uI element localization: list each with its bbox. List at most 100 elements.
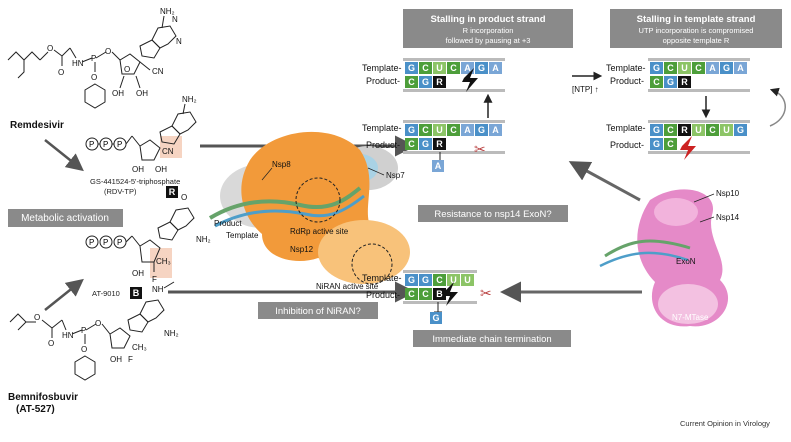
product-nucleotide-letter: R bbox=[681, 77, 688, 87]
template-nucleotide bbox=[706, 124, 719, 136]
phenoxy-o-label: O bbox=[91, 73, 97, 82]
template-stalling-title: Stalling in template strand bbox=[637, 14, 756, 25]
template-nucleotide-letter: C bbox=[436, 275, 443, 285]
s3-product-label: Product- bbox=[610, 76, 644, 86]
phosphate-3: P bbox=[117, 140, 122, 149]
template-nucleotide bbox=[433, 274, 446, 286]
template-nucleotide-letter: U bbox=[695, 125, 702, 135]
lightning-icon bbox=[462, 68, 478, 92]
at9010-badge-letter: B bbox=[133, 288, 140, 298]
niran-domain bbox=[318, 220, 410, 284]
rdv-oh-2: OH bbox=[155, 165, 167, 174]
activation-arrow-top bbox=[44, 139, 84, 172]
backbone-top bbox=[403, 270, 477, 273]
backbone-bottom bbox=[403, 301, 477, 304]
template-nucleotide-letter: C bbox=[422, 63, 429, 73]
backbone-bottom bbox=[403, 89, 505, 92]
s2-product-label: Product- bbox=[366, 140, 400, 150]
resistance-exon-box bbox=[418, 205, 568, 222]
template-nucleotide-letter: G bbox=[408, 63, 415, 73]
metabolic-activation-label: Metabolic activation bbox=[21, 213, 109, 224]
inhibition-niran-box bbox=[258, 302, 378, 319]
template-nucleotide bbox=[720, 124, 733, 136]
template-nucleotide bbox=[447, 62, 460, 74]
template-nucleotide bbox=[734, 124, 747, 136]
template-nucleotide-letter: C bbox=[667, 125, 674, 135]
rdv-tp-name: GS-441524-5'-triphosphate bbox=[90, 177, 180, 186]
product-nucleotide bbox=[405, 288, 418, 300]
template-nucleotide-letter: G bbox=[653, 63, 660, 73]
product-stalling-sub2: followed by pausing at +3 bbox=[446, 36, 531, 45]
at9010-name: AT-9010 bbox=[92, 289, 120, 298]
scissors-icon: ✂ bbox=[474, 141, 486, 157]
product-nucleotide-letter: R bbox=[436, 77, 443, 87]
rdv-oh-1: OH bbox=[132, 165, 144, 174]
at9010-phosphate-chain: P P P bbox=[85, 235, 133, 249]
product-nucleotide-letter: G bbox=[422, 139, 429, 149]
ether-o-label: O bbox=[105, 47, 111, 56]
resistance-exon-label: Resistance to nsp14 ExoN? bbox=[434, 209, 551, 220]
b-f: F bbox=[128, 355, 133, 364]
activation-arrow-bottom bbox=[44, 278, 84, 311]
product-nucleotide bbox=[405, 76, 418, 88]
template-nucleotide-letter: U bbox=[464, 275, 471, 285]
template-nucleotide-letter: G bbox=[478, 63, 485, 73]
phosphorus-label: P bbox=[91, 54, 96, 63]
at-oh: OH bbox=[132, 269, 144, 278]
product-nucleotide bbox=[405, 138, 418, 150]
nsp10-density bbox=[654, 198, 698, 226]
backbone-top bbox=[648, 58, 750, 61]
template-nucleotide-letter: C bbox=[422, 125, 429, 135]
template-nucleotide-letter: A bbox=[492, 63, 499, 73]
s4-template-label: Template- bbox=[606, 123, 646, 133]
remdesivir-cn: CN bbox=[152, 67, 164, 76]
at9010-badge bbox=[130, 287, 142, 299]
oh-2: OH bbox=[136, 89, 148, 98]
s5-product-label: Product- bbox=[366, 290, 400, 300]
template-stalling-sub2: opposite template R bbox=[663, 36, 730, 45]
nsp8-leader bbox=[261, 167, 273, 181]
rna-strand-2 bbox=[214, 194, 365, 228]
template-nucleotide-letter: C bbox=[450, 63, 457, 73]
curved-arrow-right bbox=[769, 87, 786, 127]
backbone-bottom bbox=[648, 89, 750, 92]
at9010-highlight bbox=[150, 248, 172, 278]
template-nucleotide-letter: U bbox=[436, 63, 443, 73]
nsp14-leader bbox=[699, 216, 715, 223]
template-nucleotide-letter: A bbox=[492, 125, 499, 135]
b-nh-methyl: NH bbox=[152, 285, 164, 294]
at-f: F bbox=[152, 275, 157, 284]
template-nucleotide-letter: U bbox=[681, 63, 688, 73]
phosphate-2: P bbox=[103, 140, 108, 149]
template-nucleotide bbox=[461, 62, 474, 74]
rdrp-site-label: RdRp active site bbox=[290, 227, 349, 236]
template-nucleotide-letter: U bbox=[450, 275, 457, 285]
carbonyl-o-label: O bbox=[58, 68, 64, 77]
product-nucleotide bbox=[433, 138, 446, 150]
s1-product-label: Product- bbox=[366, 76, 400, 86]
template-nucleotide-letter: A bbox=[709, 63, 716, 73]
b-ester-o: O bbox=[34, 313, 40, 322]
backbone-bottom bbox=[648, 151, 750, 154]
at-phosphate-1: P bbox=[89, 238, 94, 247]
template-nucleotide bbox=[419, 124, 432, 136]
panel5-nuc-g: G bbox=[432, 313, 439, 323]
niran-site-circle bbox=[351, 243, 393, 285]
product-nucleotide-letter: B bbox=[436, 289, 443, 299]
rdv-badge-letter: R bbox=[169, 187, 176, 197]
nsp10-label: Nsp10 bbox=[716, 189, 740, 198]
template-nucleotide-letter: C bbox=[667, 63, 674, 73]
nsp14-label: Nsp14 bbox=[716, 213, 740, 222]
template-nucleotide bbox=[650, 124, 663, 136]
nsp10-leader bbox=[693, 193, 715, 203]
rdv-tp-nh2: NH₂ bbox=[182, 95, 197, 104]
template-nucleotide bbox=[405, 274, 418, 286]
template-nucleotide bbox=[720, 62, 733, 74]
product-nucleotide-letter: C bbox=[408, 77, 415, 87]
panel2-nuc-a: A bbox=[435, 161, 442, 171]
template-nucleotide bbox=[419, 62, 432, 74]
product-nucleotide bbox=[678, 76, 691, 88]
